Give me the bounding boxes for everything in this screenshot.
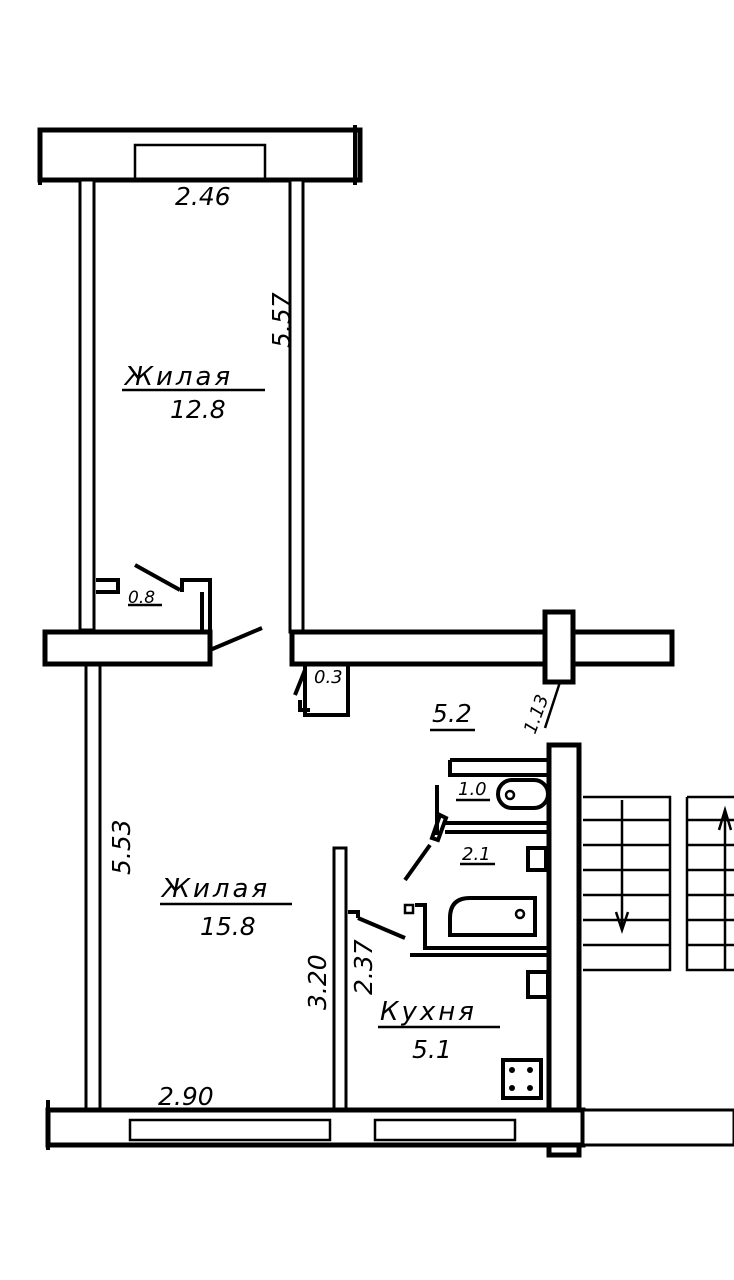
room-area: 5.1 <box>412 1035 452 1064</box>
room-kitchen: Кухня 5.1 <box>378 997 500 1064</box>
dim-room2-length: 5.53 <box>107 819 136 875</box>
closet: 0.8 <box>96 563 212 632</box>
dim-partition: 3.20 <box>303 954 332 1010</box>
dim-room1-width: 2.46 <box>175 182 231 211</box>
staircase <box>583 795 734 972</box>
stairwell-wall <box>546 742 582 1158</box>
dim-room2-width: 2.90 <box>158 1082 214 1111</box>
dim-kitchen-length: 2.37 <box>349 939 378 995</box>
room-living-2: Жилая 15.8 <box>160 874 292 941</box>
room-living-1: Жилая 12.8 <box>122 362 265 424</box>
room-area: 15.8 <box>200 912 256 941</box>
left-wall <box>78 178 102 1112</box>
room-name: Кухня <box>380 997 477 1027</box>
room-name: Жилая <box>123 362 233 392</box>
middle-wall <box>42 609 675 685</box>
room-area: 12.8 <box>170 395 226 424</box>
closet-area: 0.8 <box>128 588 155 608</box>
room-area: 5.2 <box>432 699 472 728</box>
niche: 0.3 <box>293 664 350 717</box>
kitchen-partition <box>332 846 348 1115</box>
room-bathroom: 2.1 <box>460 844 495 866</box>
room-name: Жилая <box>160 874 270 904</box>
top-exterior-wall <box>37 125 363 185</box>
bottom-exterior-wall <box>45 1100 734 1150</box>
room1-right-wall <box>288 178 305 634</box>
dim-room1-length: 5.57 <box>267 292 296 348</box>
niche-area: 0.3 <box>314 667 343 688</box>
room-hallway: 5.2 <box>430 699 475 732</box>
room-toilet: 1.0 <box>456 779 490 802</box>
room-area: 2.1 <box>462 844 491 865</box>
room-area: 1.0 <box>458 779 487 800</box>
